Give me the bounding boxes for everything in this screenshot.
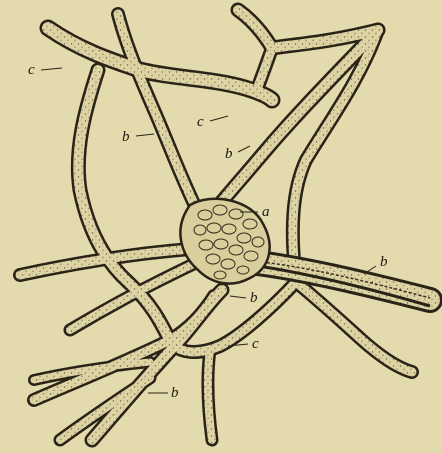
label-c-center: c [197, 114, 204, 130]
label-b-bottom: b [171, 385, 179, 401]
leader-b-left [136, 134, 154, 136]
label-a: a [262, 204, 270, 220]
label-b-left: b [122, 129, 130, 145]
leader-c-center [210, 116, 228, 121]
leader-b-middle [230, 296, 246, 298]
leader-c-top-left [41, 68, 62, 70]
label-b-right: b [380, 254, 388, 270]
label-b-middle: b [250, 290, 258, 306]
label-c-bottom: c [252, 336, 259, 352]
label-b-center: b [225, 146, 233, 162]
leader-b-center [238, 146, 250, 152]
label-c-top-left: c [28, 62, 35, 78]
